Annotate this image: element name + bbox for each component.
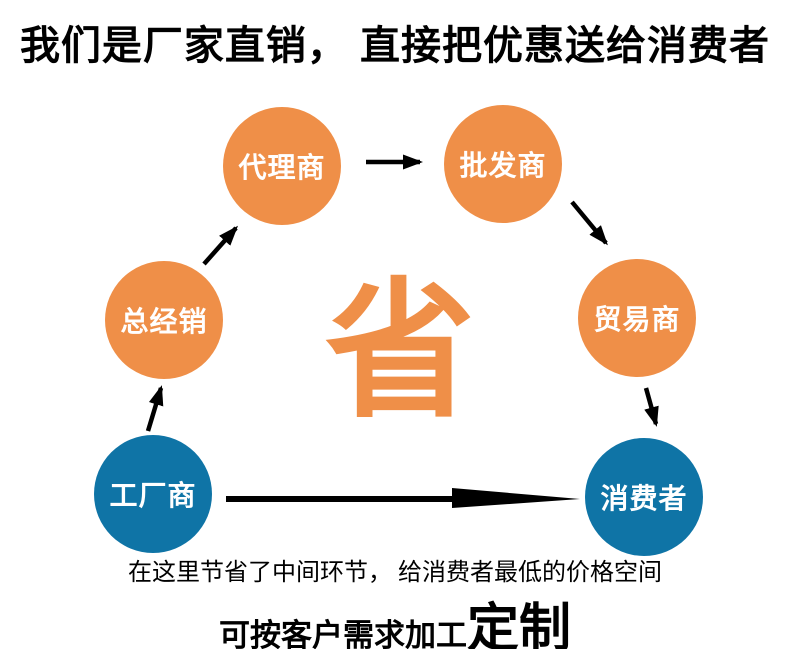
node-consumer: 消费者 <box>585 438 703 556</box>
node-agent: 代理商 <box>223 107 341 225</box>
node-agent-label: 代理商 <box>238 152 326 183</box>
node-factory-label: 工厂商 <box>109 480 197 511</box>
node-distributor-label: 总经销 <box>120 306 208 337</box>
arrow-factory-to-consumer <box>226 488 580 508</box>
footer-text: 可按客户需求加工定制 <box>0 586 790 649</box>
footer-prefix: 可按客户需求加工 <box>218 618 467 649</box>
caption-text: 在这里节省了中间环节， 给消费者最低的价格空间 <box>128 560 662 586</box>
arrow-factory-to-distributor <box>145 385 164 432</box>
arrow-distributor-to-agent <box>202 225 238 266</box>
footer-highlight: 定制 <box>466 600 571 649</box>
arrow-wholesaler-to-trader <box>570 200 608 246</box>
node-trader-label: 贸易商 <box>593 304 681 335</box>
node-distributor: 总经销 <box>105 261 223 379</box>
page-title: 我们是厂家直销， 直接把优惠送给消费者 <box>19 24 771 68</box>
arrow-trader-to-consumer <box>643 387 659 427</box>
node-factory: 工厂商 <box>94 435 212 553</box>
node-trader: 贸易商 <box>578 259 696 377</box>
node-consumer-label: 消费者 <box>600 483 688 514</box>
node-wholesaler: 批发商 <box>444 105 562 223</box>
center-save-character: 省 <box>324 270 475 436</box>
node-wholesaler-label: 批发商 <box>459 150 547 181</box>
